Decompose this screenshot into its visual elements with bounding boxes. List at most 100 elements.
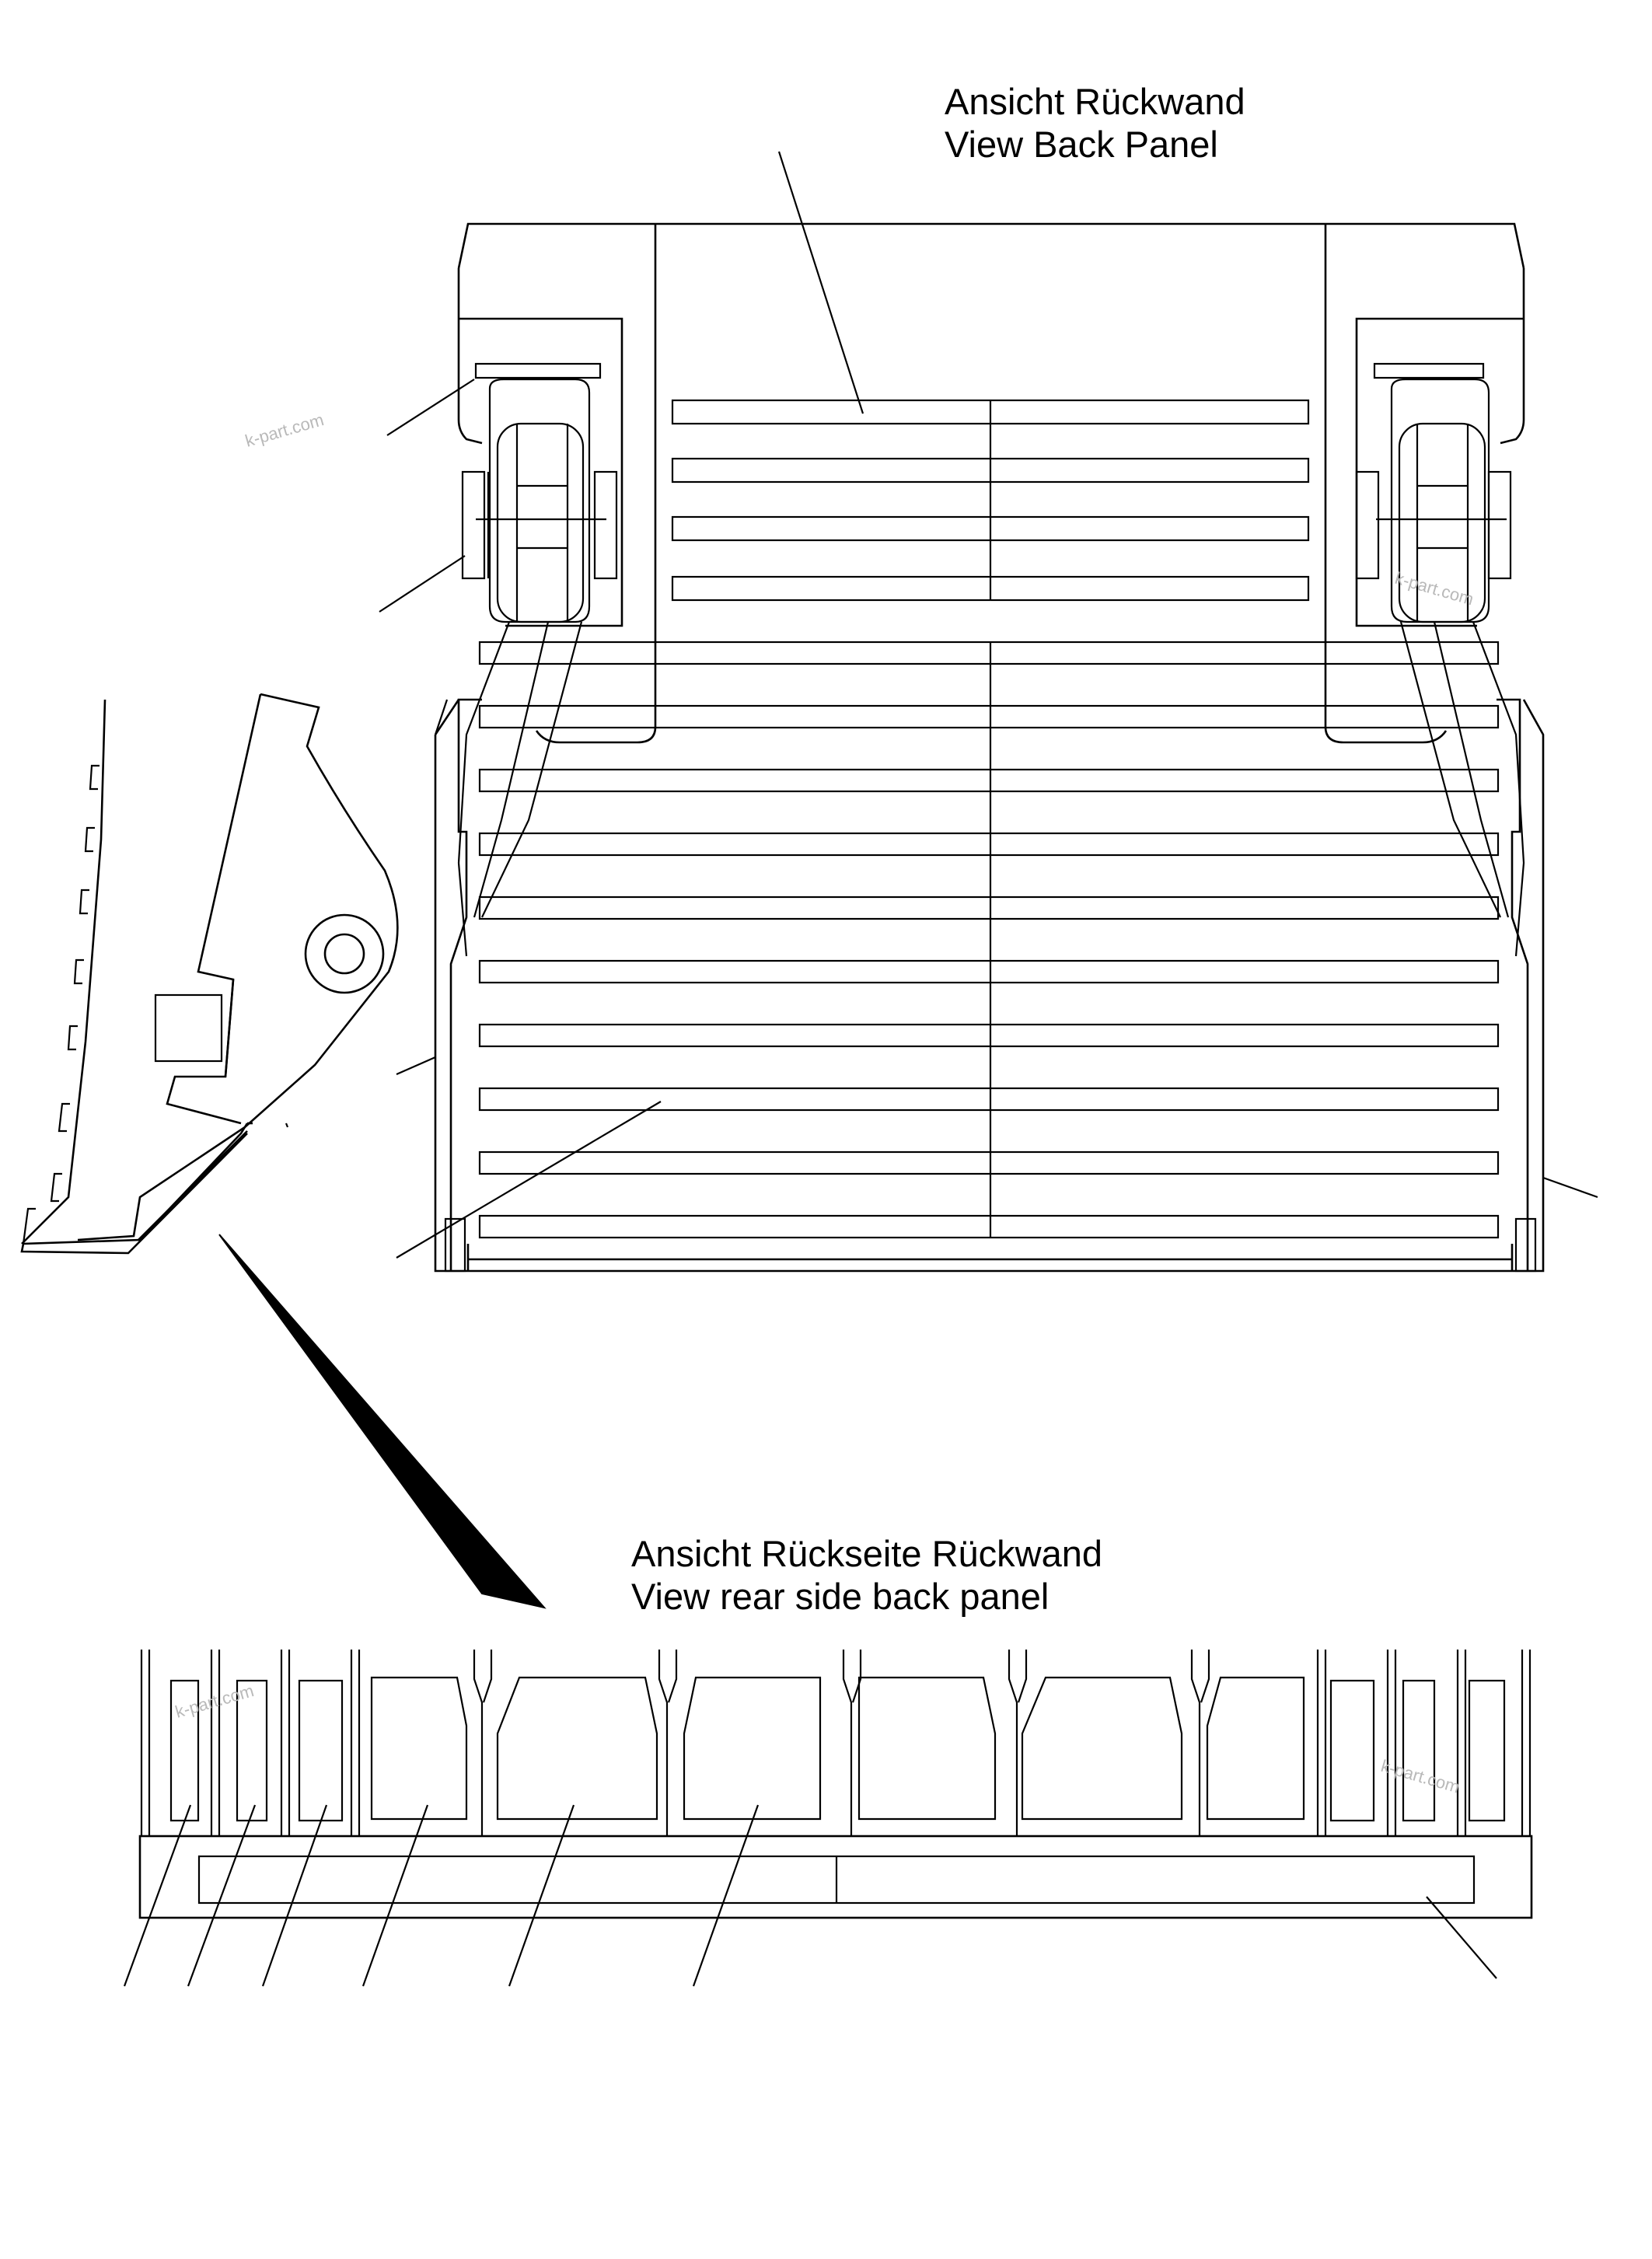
pocket-wide: [1021, 1676, 1183, 1821]
side-tooth: [22, 1207, 36, 1245]
side-tooth: [50, 1172, 62, 1203]
side-bracket-outline: [77, 693, 399, 1241]
title-back-panel-de: Ansicht Rückwand: [945, 81, 1245, 122]
title-rear-side-de: Ansicht Rückseite Rückwand: [631, 1533, 1102, 1574]
leader-line: [361, 1804, 429, 1987]
slat: [478, 768, 1500, 793]
rib: [482, 1650, 493, 1703]
right-roller-strap: [1472, 621, 1525, 957]
side-tooth: [73, 958, 84, 985]
right-roller-wheel: [1398, 422, 1486, 623]
frame-left-shoulder: [434, 699, 460, 735]
side-tooth: [89, 764, 100, 791]
watermark: k-part.com: [173, 1681, 256, 1722]
side-tooth: [58, 1102, 70, 1133]
leader-line: [379, 555, 466, 613]
leader-line: [396, 1101, 662, 1259]
left-roller-strap: [457, 621, 511, 957]
leader-lines-top: [379, 151, 1598, 1259]
left-roller-side-plate: [461, 470, 486, 580]
left-roller-side-plate: [593, 470, 618, 580]
rib: [842, 1650, 853, 1836]
frame-lower-body: [434, 699, 1545, 1273]
right-rail: [1497, 698, 1529, 1271]
rear-side-view: Ansicht Rückseite Rückwand View rear sid…: [123, 1533, 1533, 1987]
pocket-wide: [683, 1676, 822, 1821]
lower-slats: [478, 641, 1500, 1239]
left-side-curve: [457, 319, 483, 445]
leader-line: [187, 1804, 257, 1987]
view-arrow: [218, 1234, 547, 1609]
side-inner-step: [224, 979, 235, 1077]
left-roller-wheel: [496, 422, 585, 623]
left-plate-inner: [459, 317, 623, 627]
pocket-narrow: [1468, 1679, 1506, 1822]
left-plate-bottom: [535, 726, 657, 744]
pocket-narrow: [1329, 1679, 1375, 1822]
slat: [478, 896, 1500, 920]
left-foot: [444, 1217, 466, 1273]
right-roller-side-plate: [1487, 470, 1512, 580]
pocket-narrow: [298, 1679, 344, 1822]
right-roller-housing: [1390, 378, 1490, 623]
leader-line: [1426, 1896, 1497, 1979]
slat: [478, 1023, 1500, 1048]
slat: [478, 1214, 1500, 1239]
right-roller-side-plate: [1355, 470, 1380, 580]
right-roller-cap: [1373, 362, 1485, 379]
slat: [478, 1150, 1500, 1175]
leader-lines-bottom: [123, 1804, 1497, 1987]
pocket-wide: [370, 1676, 468, 1821]
rib: [851, 1650, 862, 1703]
side-tooth: [84, 826, 95, 853]
pocket-wide: [496, 1676, 658, 1821]
side-bottom-plate: [20, 1123, 249, 1255]
side-detail: [285, 1123, 289, 1128]
rear-base-plate: [138, 1835, 1533, 1919]
rib: [1008, 1650, 1018, 1836]
side-tooth: [67, 1025, 78, 1051]
side-square-block: [154, 993, 223, 1063]
watermark: k-part.com: [1393, 568, 1476, 609]
leader-line: [508, 1804, 575, 1987]
left-roller-link: [481, 621, 583, 918]
left-roller-housing: [488, 378, 591, 623]
pocket-narrow: [236, 1679, 268, 1822]
right-roller-assembly: [1355, 362, 1525, 957]
rear-ribs: [140, 1650, 1532, 1836]
leader-line: [1542, 1176, 1598, 1199]
side-front-edge: [21, 699, 107, 1245]
watermark: k-part.com: [1379, 1756, 1462, 1797]
leader-line: [396, 1056, 436, 1076]
title-back-panel-en: View Back Panel: [945, 124, 1218, 165]
left-roller-cap: [474, 362, 602, 379]
right-foot: [1514, 1217, 1537, 1273]
slat: [478, 704, 1500, 729]
slat: [478, 959, 1500, 984]
frame-left-chamfer: [434, 699, 449, 735]
leader-line: [692, 1804, 760, 1987]
right-roller-link: [1399, 621, 1501, 918]
side-pivot-outer: [304, 913, 385, 994]
pocket-wide: [1206, 1676, 1305, 1821]
slat: [478, 1087, 1500, 1112]
title-rear-side-en: View rear side back panel: [631, 1576, 1049, 1617]
right-plate-bottom: [1324, 726, 1448, 744]
rib: [1190, 1650, 1201, 1836]
slat: [478, 641, 1500, 665]
right-side-curve: [1500, 319, 1525, 445]
right-roller-link: [1433, 621, 1510, 918]
leader-line: [777, 151, 864, 414]
slat: [478, 832, 1500, 857]
side-inner-outline: [166, 693, 262, 1125]
pocket-narrow: [1402, 1679, 1436, 1822]
pocket-wide: [857, 1676, 997, 1821]
side-tooth: [79, 889, 89, 915]
leader-line: [261, 1804, 328, 1987]
rib: [1200, 1650, 1210, 1703]
rear-pockets: [169, 1676, 1506, 1822]
side-view: [20, 693, 547, 1609]
rib: [473, 1650, 484, 1836]
left-roller-assembly: [457, 362, 618, 957]
